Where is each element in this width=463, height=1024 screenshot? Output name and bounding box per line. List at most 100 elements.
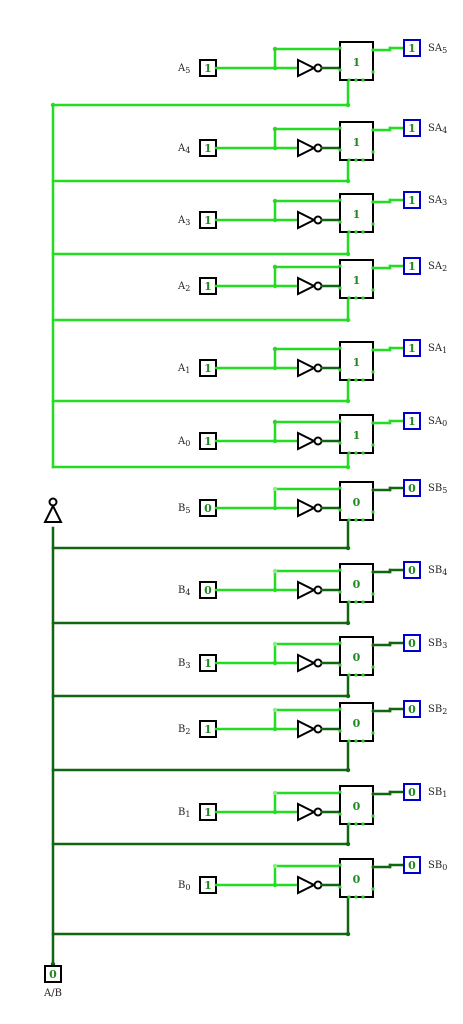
output-label: SA4 (428, 123, 447, 135)
wire-junction (338, 346, 342, 350)
wire-junction (272, 346, 278, 352)
wire-junction (272, 126, 278, 132)
wire-junction (371, 887, 375, 891)
wire-junction (272, 198, 278, 204)
output-label: SA3 (428, 195, 447, 207)
input-label: B4 (178, 585, 190, 597)
mux-gate[interactable] (339, 636, 374, 676)
mux-gate[interactable] (339, 259, 374, 299)
control-input-pin[interactable] (44, 965, 62, 983)
wire-junction (371, 731, 375, 735)
wire-junction (345, 693, 351, 699)
wire-junction (345, 178, 351, 184)
not-gate-icon (297, 58, 317, 78)
output-pin (403, 191, 421, 209)
not-gate-bubble (313, 215, 323, 225)
mux-gate[interactable] (339, 193, 374, 233)
input-label: A4 (177, 143, 190, 155)
wire-junction (272, 46, 278, 52)
wire-junction (361, 378, 365, 382)
output-pin (403, 783, 421, 801)
output-label: SA0 (428, 416, 447, 428)
not-gate-icon (297, 276, 317, 296)
not-gate-bubble (313, 436, 323, 446)
wire-junction (361, 518, 365, 522)
output-pin-value: 0 (408, 703, 416, 716)
wire-junction (354, 230, 358, 234)
input-pin-value: 0 (204, 502, 212, 515)
wire-junction (354, 673, 358, 677)
wire-junction (371, 370, 375, 374)
wire-junction (338, 641, 342, 645)
wire-junction (361, 600, 365, 604)
wire-junction (371, 814, 375, 818)
output-label: SA1 (428, 343, 447, 355)
not-gate-icon (297, 210, 317, 230)
not-gate-bubble (313, 585, 323, 595)
input-pin-value: 1 (204, 879, 212, 892)
wire-junction (347, 822, 351, 826)
mux-gate-value: 0 (353, 651, 361, 664)
not-gate-bubble (313, 143, 323, 153)
wire-junction (345, 464, 351, 470)
wire-junction (345, 841, 351, 847)
not-gate-icon (297, 875, 317, 895)
not-gate-bubble (48, 497, 58, 507)
input-pin-value: 1 (204, 62, 212, 75)
wire-junction (354, 158, 358, 162)
input-pin-value: 1 (204, 806, 212, 819)
mux-gate[interactable] (339, 121, 374, 161)
input-pin-value: 1 (204, 280, 212, 293)
wire-junction (371, 288, 375, 292)
wire-junction (338, 368, 342, 372)
output-pin (403, 412, 421, 430)
mux-gate[interactable] (339, 341, 374, 381)
mux-gate[interactable] (339, 563, 374, 603)
control-input-value: 0 (49, 968, 57, 981)
not-gate-icon (297, 358, 317, 378)
wire-junction (338, 46, 342, 50)
wire-junction (347, 296, 351, 300)
wire-junction (338, 126, 342, 130)
input-pin-value: 1 (204, 214, 212, 227)
input-pin-value: 1 (204, 657, 212, 670)
wire-junction (361, 451, 365, 455)
wire-junction (345, 317, 351, 323)
mux-gate[interactable] (339, 702, 374, 742)
wire-junction (345, 251, 351, 257)
mux-gate[interactable] (339, 858, 374, 898)
output-pin (403, 634, 421, 652)
wire-junction (338, 198, 342, 202)
wire-junction (354, 451, 358, 455)
output-pin (403, 700, 421, 718)
output-label: SA5 (428, 43, 447, 55)
wire-junction (338, 220, 342, 224)
output-label: SB2 (428, 704, 447, 716)
output-pin (403, 257, 421, 275)
mux-gate-value: 1 (353, 136, 361, 149)
wire-junction (371, 510, 375, 514)
wire-junction (272, 641, 278, 647)
not-gate-icon (43, 503, 63, 523)
output-pin-value: 1 (408, 260, 416, 273)
wire-junction (338, 707, 342, 711)
not-gate-bubble (313, 281, 323, 291)
mux-gate[interactable] (339, 785, 374, 825)
wire-junction (371, 222, 375, 226)
mux-gate[interactable] (339, 481, 374, 521)
wire-junction (338, 264, 342, 268)
wire-junction (272, 863, 278, 869)
wire-junction (354, 378, 358, 382)
wire-junction (347, 78, 351, 82)
input-pin-value: 1 (204, 362, 212, 375)
wire-junction (345, 545, 351, 551)
output-pin-value: 0 (408, 564, 416, 577)
wire-junction (347, 673, 351, 677)
output-label: SB5 (428, 483, 447, 495)
wire-junction (338, 729, 342, 733)
wire-junction (347, 518, 351, 522)
output-label: SB1 (428, 787, 447, 799)
not-gate-bubble (313, 363, 323, 373)
wire-junction (345, 398, 351, 404)
wire-junction (354, 296, 358, 300)
